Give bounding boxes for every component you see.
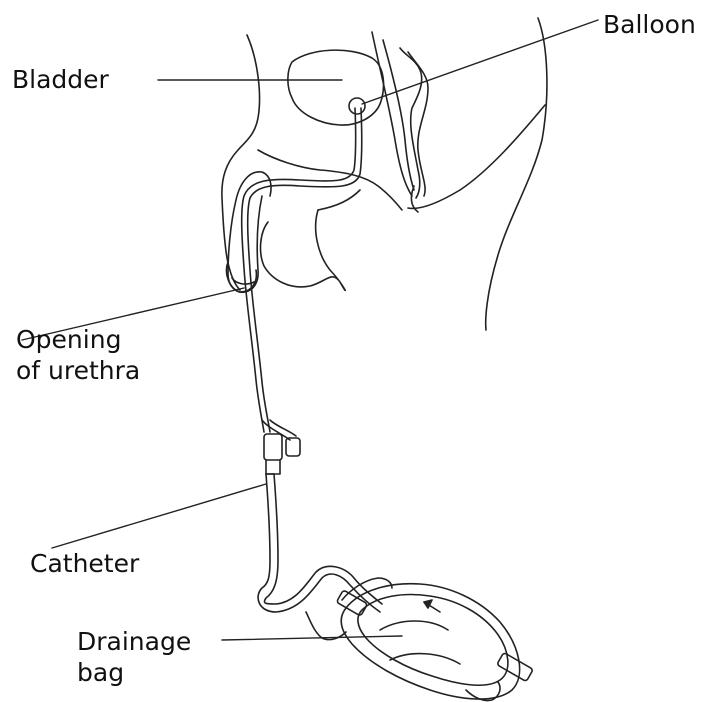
buttock-contour (372, 32, 412, 196)
gluteal-fold (408, 105, 545, 208)
rectum-outer (383, 40, 414, 190)
scrotum-top (318, 190, 360, 210)
bladder-shape (288, 50, 384, 125)
label-balloon: Balloon (603, 9, 696, 40)
catheter-connector (262, 420, 300, 474)
drainage-bag-shape (306, 578, 533, 701)
bag-frame-left (306, 612, 346, 640)
tube-inside-body-b (248, 108, 362, 432)
balloon-shape (349, 98, 365, 114)
catheter-tube (242, 98, 382, 612)
label-bladder: Bladder (12, 64, 109, 95)
scrotum (261, 210, 346, 290)
label-opening-of-urethra: Opening of urethra (16, 324, 140, 386)
tube-lower-b (264, 474, 382, 604)
body-outline (222, 18, 547, 330)
label-catheter: Catheter (30, 548, 139, 579)
connector-port (286, 438, 300, 456)
leader-drainage (222, 636, 402, 640)
thigh-contour (486, 18, 547, 330)
label-drainage-line2: bag (77, 657, 191, 688)
label-opening-line2: of urethra (16, 355, 140, 386)
label-drainage-line1: Drainage (77, 626, 191, 657)
connector-body (264, 434, 282, 460)
bag-fold-a (380, 621, 448, 630)
leader-balloon (362, 20, 598, 104)
connector-neck (266, 460, 280, 474)
bag-frame-top (342, 578, 392, 600)
label-drainage-bag: Drainage bag (77, 626, 191, 688)
back-contour (222, 35, 260, 290)
tube-lower-a (258, 474, 380, 612)
label-opening-line1: Opening (16, 324, 140, 355)
leader-catheter (52, 484, 266, 548)
genital-outline (227, 150, 403, 292)
